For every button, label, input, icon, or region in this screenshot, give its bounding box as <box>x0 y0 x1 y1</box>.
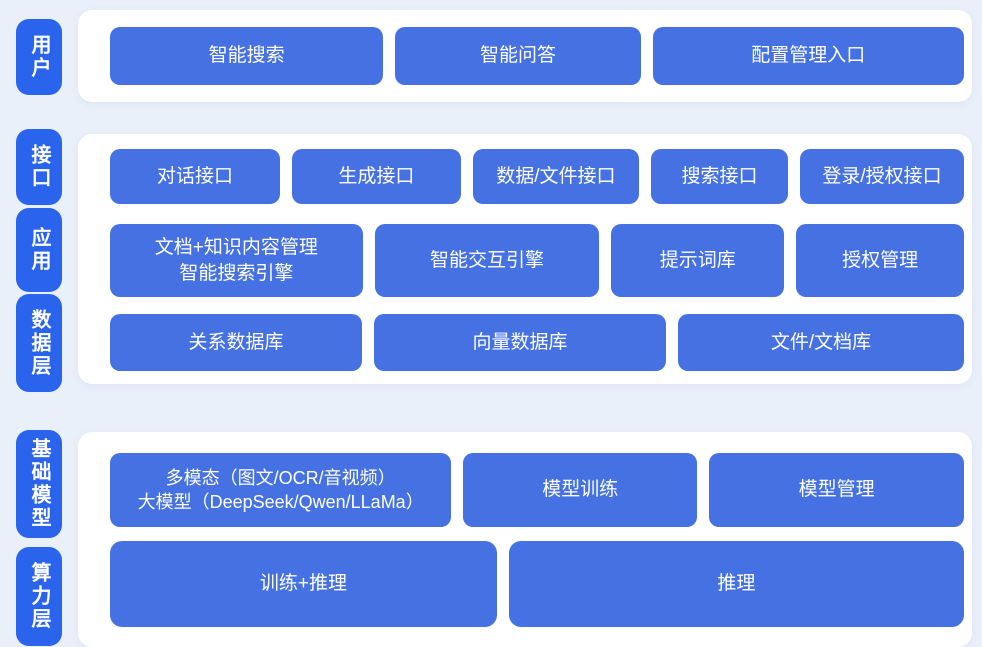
block-inference: 推理 <box>508 541 964 627</box>
block-authorization-management: 授权管理 <box>796 224 964 297</box>
layer-label-user: 用户 <box>16 19 62 95</box>
block-intelligent-interaction-engine: 智能交互引擎 <box>374 224 600 297</box>
layer-label-foundation-model: 基础模型 <box>16 430 62 538</box>
block-intelligent-qa: 智能问答 <box>395 27 641 85</box>
block-file-document-store: 文件/文档库 <box>678 314 964 371</box>
block-config-management-entry: 配置管理入口 <box>652 27 964 85</box>
middle-layers-label-column: 接口 应用 数据层 <box>16 129 62 392</box>
user-layer-row: 智能搜索 智能问答 配置管理入口 <box>110 27 964 85</box>
user-layer-section: 用户 智能搜索 智能问答 配置管理入口 <box>16 10 972 104</box>
application-layer-row: 文档+知识内容管理 智能搜索引擎 智能交互引擎 提示词库 授权管理 <box>110 224 964 297</box>
block-doc-knowledge-search-engine: 文档+知识内容管理 智能搜索引擎 <box>110 224 363 297</box>
layer-label-interface: 接口 <box>16 129 62 205</box>
block-model-training: 模型训练 <box>463 453 698 527</box>
middle-layers-card: 对话接口 生成接口 数据/文件接口 搜索接口 登录/授权接口 文档+知识内容管理… <box>78 134 972 384</box>
layer-label-data: 数据层 <box>16 294 62 392</box>
foundation-model-row: 多模态（图文/OCR/音视频） 大模型（DeepSeek/Qwen/LLaMa）… <box>110 453 964 527</box>
block-dialog-api: 对话接口 <box>110 149 280 204</box>
block-model-management: 模型管理 <box>709 453 964 527</box>
block-data-file-api: 数据/文件接口 <box>472 149 639 204</box>
block-search-api: 搜索接口 <box>650 149 789 204</box>
layer-label-compute: 算力层 <box>16 547 62 646</box>
data-layer-row: 关系数据库 向量数据库 文件/文档库 <box>110 314 964 371</box>
block-vector-database: 向量数据库 <box>374 314 667 371</box>
block-login-auth-api: 登录/授权接口 <box>800 149 965 204</box>
block-line: 智能搜索引擎 <box>179 262 294 284</box>
bottom-layers-section: 基础模型 算力层 多模态（图文/OCR/音视频） 大模型（DeepSeek/Qw… <box>16 430 972 647</box>
block-generation-api: 生成接口 <box>291 149 461 204</box>
user-layer-label-column: 用户 <box>16 10 62 104</box>
block-relational-database: 关系数据库 <box>110 314 363 371</box>
user-layer-card: 智能搜索 智能问答 配置管理入口 <box>78 10 972 102</box>
layer-label-application: 应用 <box>16 208 62 292</box>
middle-layers-section: 接口 应用 数据层 对话接口 生成接口 数据/文件接口 搜索接口 登录/授权接口… <box>16 129 972 392</box>
block-line: 多模态（图文/OCR/音视频） <box>165 467 396 488</box>
block-intelligent-search: 智能搜索 <box>110 27 384 85</box>
block-line: 文档+知识内容管理 <box>154 236 318 258</box>
block-line: 大模型（DeepSeek/Qwen/LLaMa） <box>137 492 424 512</box>
compute-layer-row: 训练+推理 推理 <box>110 541 964 627</box>
interface-layer-row: 对话接口 生成接口 数据/文件接口 搜索接口 登录/授权接口 <box>110 149 965 204</box>
block-multimodal-large-model: 多模态（图文/OCR/音视频） 大模型（DeepSeek/Qwen/LLaMa） <box>110 453 452 527</box>
bottom-layers-card: 多模态（图文/OCR/音视频） 大模型（DeepSeek/Qwen/LLaMa）… <box>78 432 972 647</box>
bottom-layers-label-column: 基础模型 算力层 <box>16 430 62 646</box>
block-prompt-library: 提示词库 <box>611 224 785 297</box>
block-training-inference: 训练+推理 <box>110 541 497 627</box>
